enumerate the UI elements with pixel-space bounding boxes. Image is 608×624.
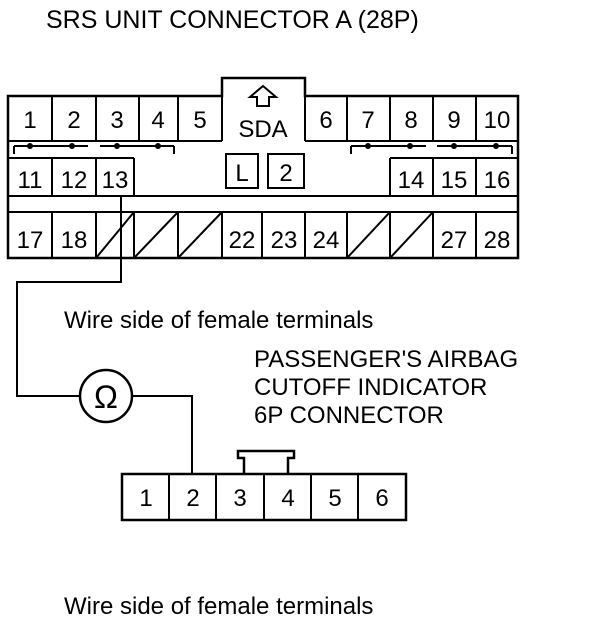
terminal-b-5: 5 (328, 485, 341, 512)
terminal-b-1: 1 (139, 485, 152, 512)
terminal-a-9: 9 (447, 107, 460, 134)
terminal-a-23: 23 (271, 227, 298, 254)
up-arrow-icon (247, 84, 279, 107)
terminal-b-4: 4 (281, 485, 294, 512)
test-lead-to-terminal-2 (132, 395, 193, 474)
terminal-b-2: 2 (186, 485, 199, 512)
two-label: 2 (279, 160, 292, 187)
sda-label: SDA (238, 116, 287, 143)
terminal-a-12: 12 (61, 167, 88, 194)
terminal-a-16: 16 (484, 167, 511, 194)
terminal-a-28: 28 (484, 227, 511, 254)
shorting-bar-9-10 (437, 143, 513, 154)
connector-b-title-line-2: CUTOFF INDICATOR (254, 374, 487, 401)
shorting-bar-1-2 (13, 143, 88, 154)
terminal-a-22: 22 (229, 227, 256, 254)
terminal-a-4: 4 (151, 107, 164, 134)
terminal-a-3: 3 (110, 107, 123, 134)
connector-a-band (8, 195, 518, 213)
ohmmeter-icon: Ω (78, 368, 134, 424)
unused-cell-slashes (95, 211, 434, 259)
terminal-a-17: 17 (17, 227, 44, 254)
terminal-a-18: 18 (61, 227, 88, 254)
terminal-a-27: 27 (441, 227, 468, 254)
row3-dividers (51, 212, 477, 258)
terminal-a-15: 15 (441, 167, 468, 194)
two-box (267, 153, 305, 189)
connector-a-wire-side-label: Wire side of female terminals (64, 307, 373, 334)
terminal-b-6: 6 (375, 485, 388, 512)
passenger-6p-connector: 1 2 3 4 5 6 (120, 449, 408, 522)
terminal-a-8: 8 (404, 107, 417, 134)
terminal-a-13: 13 (102, 167, 129, 194)
test-lead-to-terminal-13 (16, 196, 122, 397)
terminal-a-10: 10 (484, 107, 511, 134)
connector-b-wire-side-label: Wire side of female terminals (64, 593, 373, 620)
connector-b-lock-tab (236, 449, 296, 474)
connector-b-title-line-1: PASSENGER'S AIRBAG (254, 346, 518, 373)
terminal-b-3: 3 (233, 485, 246, 512)
ohm-symbol: Ω (94, 379, 118, 415)
terminal-a-1: 1 (23, 107, 36, 134)
terminal-a-2: 2 (67, 107, 80, 134)
terminal-a-14: 14 (398, 167, 425, 194)
terminal-a-7: 7 (361, 107, 374, 134)
row1-dividers (51, 96, 477, 141)
connector-b-title-line-3: 6P CONNECTOR (254, 402, 444, 429)
srs-connector-a: SDA L 2 1 2 3 4 5 6 7 8 9 10 11 12 13 14… (6, 76, 520, 260)
l-box (225, 153, 259, 189)
terminal-a-5: 5 (193, 107, 206, 134)
row2-dividers (51, 158, 477, 196)
connector-b-dividers (168, 474, 359, 520)
shorting-bar-7-8 (350, 143, 426, 154)
diagram-title: SRS UNIT CONNECTOR A (28P) (46, 6, 419, 34)
l-label: L (235, 160, 248, 187)
shorting-bar-3-4 (100, 143, 175, 154)
terminal-a-11: 11 (18, 167, 43, 194)
terminal-a-6: 6 (319, 107, 332, 134)
terminal-a-24: 24 (313, 227, 340, 254)
